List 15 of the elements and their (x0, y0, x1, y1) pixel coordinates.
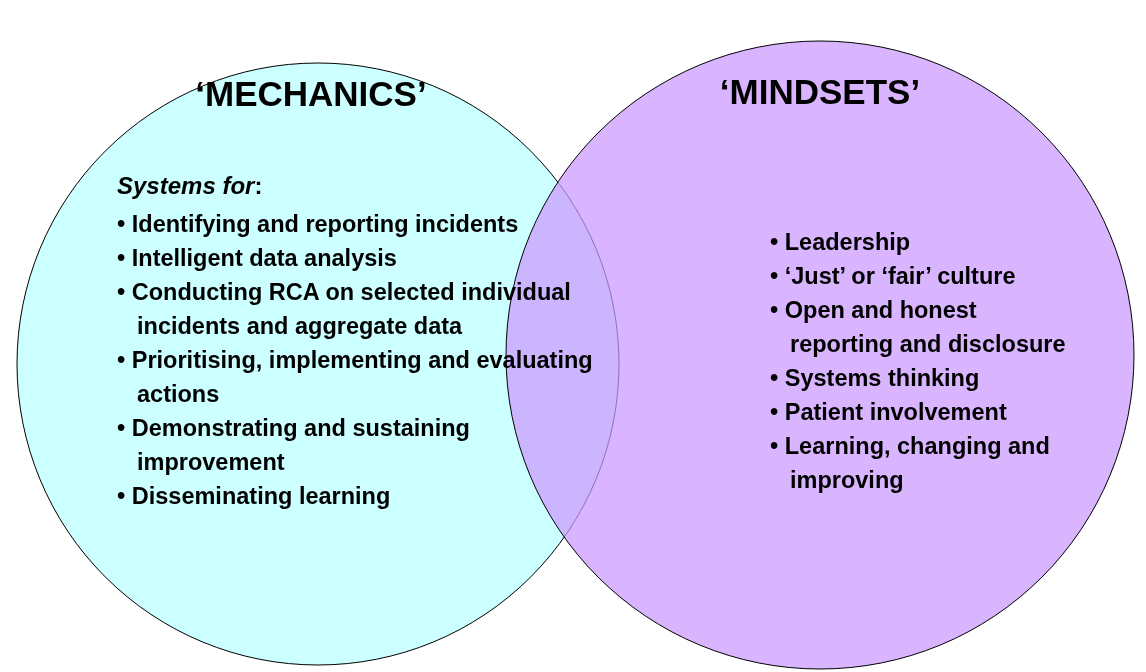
bullet-item: • Open and honest reporting and disclosure (770, 296, 1067, 359)
circle-heading: ‘MECHANICS’ (194, 74, 428, 114)
bullet-item: • Leadership (770, 228, 912, 257)
bullet-item: • Prioritising, implementing and evaluating actions (117, 346, 594, 409)
bullet-item: • Systems thinking (770, 364, 981, 393)
bullet-item: • Conducting RCA on selected individual incidents and aggregate data (117, 278, 572, 341)
circle-heading: ‘MINDSETS’ (718, 72, 922, 112)
bullet-item: • Learning, changing and improving (770, 432, 1051, 495)
bullet-item: • Identifying and reporting incidents (117, 210, 520, 239)
bullet-item: • Demonstrating and sustaining improvement (117, 414, 471, 477)
bullet-item: • ‘Just’ or ‘fair’ culture (770, 262, 1017, 291)
bullet-item: • Intelligent data analysis (117, 244, 398, 273)
list-intro: Systems for: (117, 172, 263, 200)
bullet-item: • Patient involvement (770, 398, 1008, 427)
bullet-item: • Disseminating learning (117, 482, 392, 511)
